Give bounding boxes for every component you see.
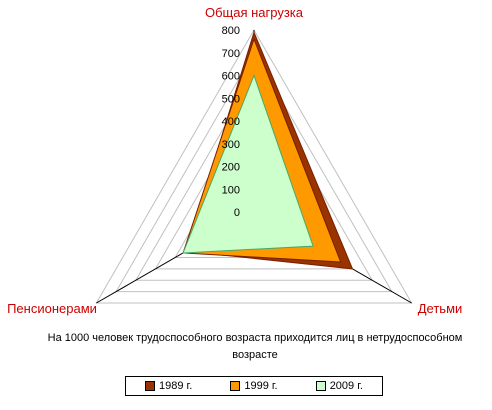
legend-label-1989: 1989 г. xyxy=(159,380,193,392)
chart-caption: На 1000 человек трудоспособного возраста… xyxy=(47,332,463,361)
legend-swatch-1989 xyxy=(145,381,156,391)
tick-label-400: 400 xyxy=(222,116,240,128)
tick-label-0: 0 xyxy=(234,207,240,219)
grid-ring-8 xyxy=(95,29,413,304)
axis-label-children: Детьми xyxy=(418,301,463,316)
legend-label-2009: 2009 г. xyxy=(329,380,363,392)
legend-item-1999: 1999 г. xyxy=(230,380,278,392)
tick-label-600: 600 xyxy=(222,71,240,83)
legend-label-1999: 1999 г. xyxy=(244,380,278,392)
legend-swatch-2009 xyxy=(315,381,326,391)
series-area-2 xyxy=(182,74,314,254)
axis-label-pensioners: Пенсионерами xyxy=(7,301,97,316)
axis-label-total: Общая нагрузка xyxy=(205,5,304,20)
tick-label-300: 300 xyxy=(222,139,240,151)
legend: 1989 г. 1999 г. 2009 г. xyxy=(125,376,383,396)
tick-label-200: 200 xyxy=(222,162,240,174)
legend-item-2009: 2009 г. xyxy=(315,380,363,392)
radar-tick-labels: 0 100 200 300 400 500 600 700 800 xyxy=(222,25,240,219)
radar-series xyxy=(182,30,354,270)
tick-label-800: 800 xyxy=(222,25,240,37)
tick-label-100: 100 xyxy=(222,184,240,196)
legend-item-1989: 1989 г. xyxy=(145,380,192,392)
legend-swatch-1999 xyxy=(230,381,241,391)
tick-label-500: 500 xyxy=(222,93,240,105)
tick-label-700: 700 xyxy=(222,48,240,60)
grid-ring-7 xyxy=(115,51,393,293)
